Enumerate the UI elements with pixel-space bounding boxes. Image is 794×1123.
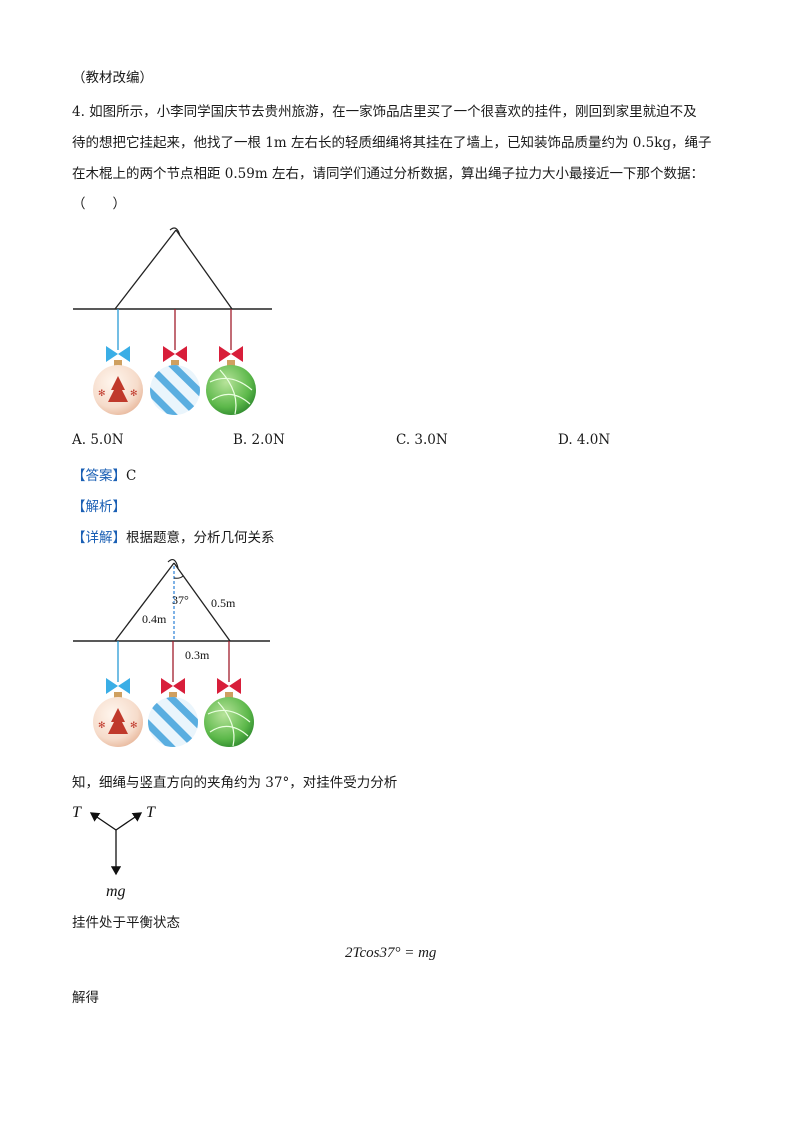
conclusion-text: 知，细绳与竖直方向的夹角约为 37°，对挂件受力分析 <box>72 775 398 791</box>
question-line-2: 待的想把它挂起来，他找了一根 1m 左右长的轻质细绳将其挂在了墙上，已知装饰品质… <box>72 135 712 151</box>
option-c: C. 3.0N <box>396 432 448 448</box>
answer-blank: （ ） <box>72 196 126 212</box>
height-label: 0.4m <box>142 612 167 626</box>
source-note: （教材改编） <box>72 70 153 86</box>
detail-tag: 【详解】 <box>72 530 126 546</box>
answer-value: C <box>126 468 137 484</box>
tension-right-label: T <box>146 804 156 821</box>
option-b: B. 2.0N <box>233 432 285 448</box>
answer-tag: 【答案】 <box>72 468 126 484</box>
hyp-label: 0.5m <box>211 596 236 610</box>
detail-text: 根据题意，分析几何关系 <box>126 530 275 546</box>
rope <box>114 227 233 310</box>
force-diagram: T T mg <box>72 804 156 900</box>
angle-label: 37° <box>172 593 189 607</box>
half-label: 0.3m <box>185 648 210 662</box>
analysis-row: 【解析】 <box>72 495 126 515</box>
question-line-3: 在木棍上的两个节点相距 0.59m 左右，请同学们通过分析数据，算出绳子拉力大小… <box>72 166 704 182</box>
question-line-1: 4. 如图所示，小李同学国庆节去贵州旅游，在一家饰品店里买了一个很喜欢的挂件，刚… <box>72 104 697 120</box>
tension-left-label: T <box>72 804 82 821</box>
figure-geometry: 37° 0.4m 0.5m 0.3m ✻ ✻ <box>73 558 270 747</box>
equation: 2Tcos37° = mg <box>345 945 437 961</box>
option-a: A. 5.0N <box>72 432 124 448</box>
svg-text:✻: ✻ <box>98 389 106 399</box>
ornament-blue <box>150 309 200 415</box>
equilibrium-text: 挂件处于平衡状态 <box>72 915 180 931</box>
ornament-cream: ✻ ✻ <box>93 309 143 415</box>
svg-text:✻: ✻ <box>130 389 138 399</box>
detail-row: 【详解】根据题意，分析几何关系 <box>72 526 275 546</box>
analysis-tag: 【解析】 <box>72 499 126 515</box>
answer-row: 【答案】C <box>72 464 136 484</box>
ornament-green <box>206 309 256 415</box>
figure-ornaments: ✻ ✻ <box>73 227 272 415</box>
weight-label: mg <box>106 883 126 900</box>
option-d: D. 4.0N <box>558 432 611 448</box>
svg-text:✻: ✻ <box>98 721 106 731</box>
solve-text: 解得 <box>72 990 99 1006</box>
svg-text:✻: ✻ <box>130 721 138 731</box>
